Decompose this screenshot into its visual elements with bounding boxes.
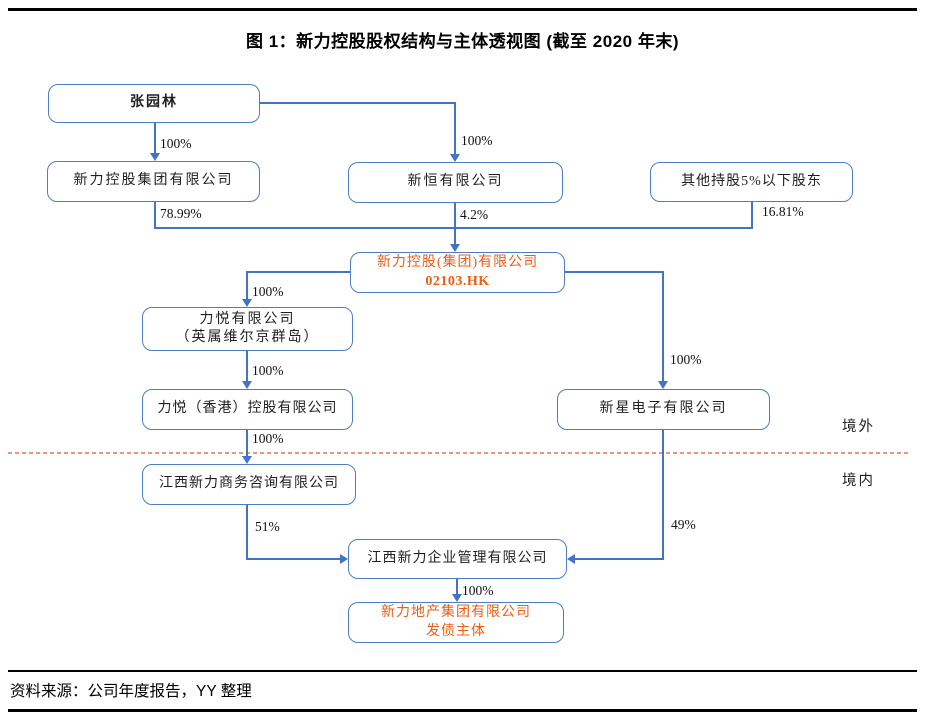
top-rule	[8, 8, 917, 11]
node-label: 张园林	[130, 95, 178, 111]
pct-hk-consult: 100%	[252, 431, 284, 446]
edge-other-junction-line	[751, 202, 753, 228]
node-jiangxi-enterprise-management: 江西新力企业管理有限公司	[348, 539, 567, 579]
pct-other-listed: 16.81%	[762, 204, 804, 219]
pct-mgmt-bond: 100%	[462, 583, 494, 598]
region-label-onshore: 境内	[842, 473, 875, 489]
node-bond-issuer-sinic-real-estate: 新力地产集团有限公司 发债主体	[348, 602, 564, 643]
node-xinxing-electronics: 新星电子有限公司	[557, 389, 770, 430]
node-label-line1: 新力控股(集团)有限公司	[376, 255, 539, 271]
pct-zhang-xinli: 100%	[160, 136, 192, 151]
pct-xinxing-mgmt: 49%	[671, 517, 696, 532]
edge-junction-listed-line	[454, 227, 456, 244]
arrow-left-icon	[567, 554, 575, 564]
edge-zhang-xinli-line	[154, 123, 156, 153]
node-label-line1: 新力地产集团有限公司	[381, 605, 531, 621]
edge-hk-consult-line	[246, 430, 248, 456]
pct-zhang-xinheng: 100%	[461, 133, 493, 148]
node-zhang-yuanlin: 张园林	[48, 84, 260, 123]
edge-xinheng-junction-line	[454, 203, 456, 228]
node-label: 新星电子有限公司	[599, 401, 728, 417]
edge-xinli-junction-line	[154, 202, 156, 228]
arrow-down-icon	[150, 153, 160, 161]
source-note: 资料来源：公司年度报告，YY 整理	[10, 683, 252, 700]
edge-consult-mgmt-hline	[246, 558, 340, 560]
node-xinli-holding-group: 新力控股集团有限公司	[47, 161, 260, 202]
edge-consult-mgmt-vline	[246, 505, 248, 560]
arrow-down-icon	[450, 244, 460, 252]
edge-zhang-xinheng-vline	[454, 102, 456, 154]
region-label-offshore: 境外	[842, 419, 875, 435]
pct-listed-xinxing: 100%	[670, 352, 702, 367]
arrow-down-icon	[242, 381, 252, 389]
node-liyue-hk-holdings: 力悦（香港）控股有限公司	[142, 389, 353, 430]
node-other-shareholders: 其他持股5%以下股东	[650, 162, 853, 202]
node-xinheng-company: 新恒有限公司	[348, 162, 563, 203]
edge-zhang-xinheng-hline	[259, 102, 456, 104]
arrow-right-icon	[340, 554, 348, 564]
footer-bottom-rule	[8, 709, 917, 712]
node-label-line2: （英属维尔京群岛）	[175, 330, 320, 345]
edge-xinxing-mgmt-vline	[662, 430, 664, 560]
edge-xinxing-mgmt-hline	[575, 558, 664, 560]
footer-top-rule	[8, 670, 917, 672]
arrow-down-icon	[242, 299, 252, 307]
stock-ticker: 02103.HK	[425, 273, 490, 289]
edge-listed-xinxing-vline	[662, 271, 664, 381]
node-label-line2: 发债主体	[426, 623, 486, 639]
offshore-onshore-divider	[8, 452, 910, 454]
arrow-down-icon	[242, 456, 252, 464]
node-label: 力悦（香港）控股有限公司	[157, 401, 338, 417]
edge-listed-bvi-vline	[246, 271, 248, 299]
node-label: 其他持股5%以下股东	[681, 173, 822, 189]
edge-listed-xinxing-hline	[565, 271, 663, 273]
node-jiangxi-business-consulting: 江西新力商务咨询有限公司	[142, 464, 356, 505]
pct-bvi-hk: 100%	[252, 363, 284, 378]
figure-title: 图 1：新力控股股权结构与主体透视图 (截至 2020 年末)	[246, 32, 679, 51]
node-label: 江西新力商务咨询有限公司	[159, 476, 339, 492]
pct-consult-mgmt: 51%	[255, 519, 280, 534]
pct-listed-bvi: 100%	[252, 284, 284, 299]
node-listed-sinic-holdings: 新力控股(集团)有限公司 02103.HK	[350, 252, 565, 293]
edge-bvi-hk-line	[246, 351, 248, 381]
node-label: 江西新力企业管理有限公司	[367, 550, 548, 566]
node-liyue-bvi: 力悦有限公司 （英属维尔京群岛）	[142, 307, 353, 351]
arrow-down-icon	[452, 594, 462, 602]
node-label: 新力控股集团有限公司	[73, 173, 234, 189]
arrow-down-icon	[450, 154, 460, 162]
pct-xinheng-listed: 4.2%	[460, 207, 489, 222]
edge-listed-bvi-hline	[247, 271, 350, 273]
arrow-down-icon	[658, 381, 668, 389]
junction-hline	[154, 227, 753, 229]
pct-xinli-listed: 78.99%	[160, 206, 202, 221]
node-label-line1: 力悦有限公司	[199, 311, 296, 327]
node-label: 新恒有限公司	[407, 174, 504, 190]
edge-mgmt-bond-line	[456, 579, 458, 594]
